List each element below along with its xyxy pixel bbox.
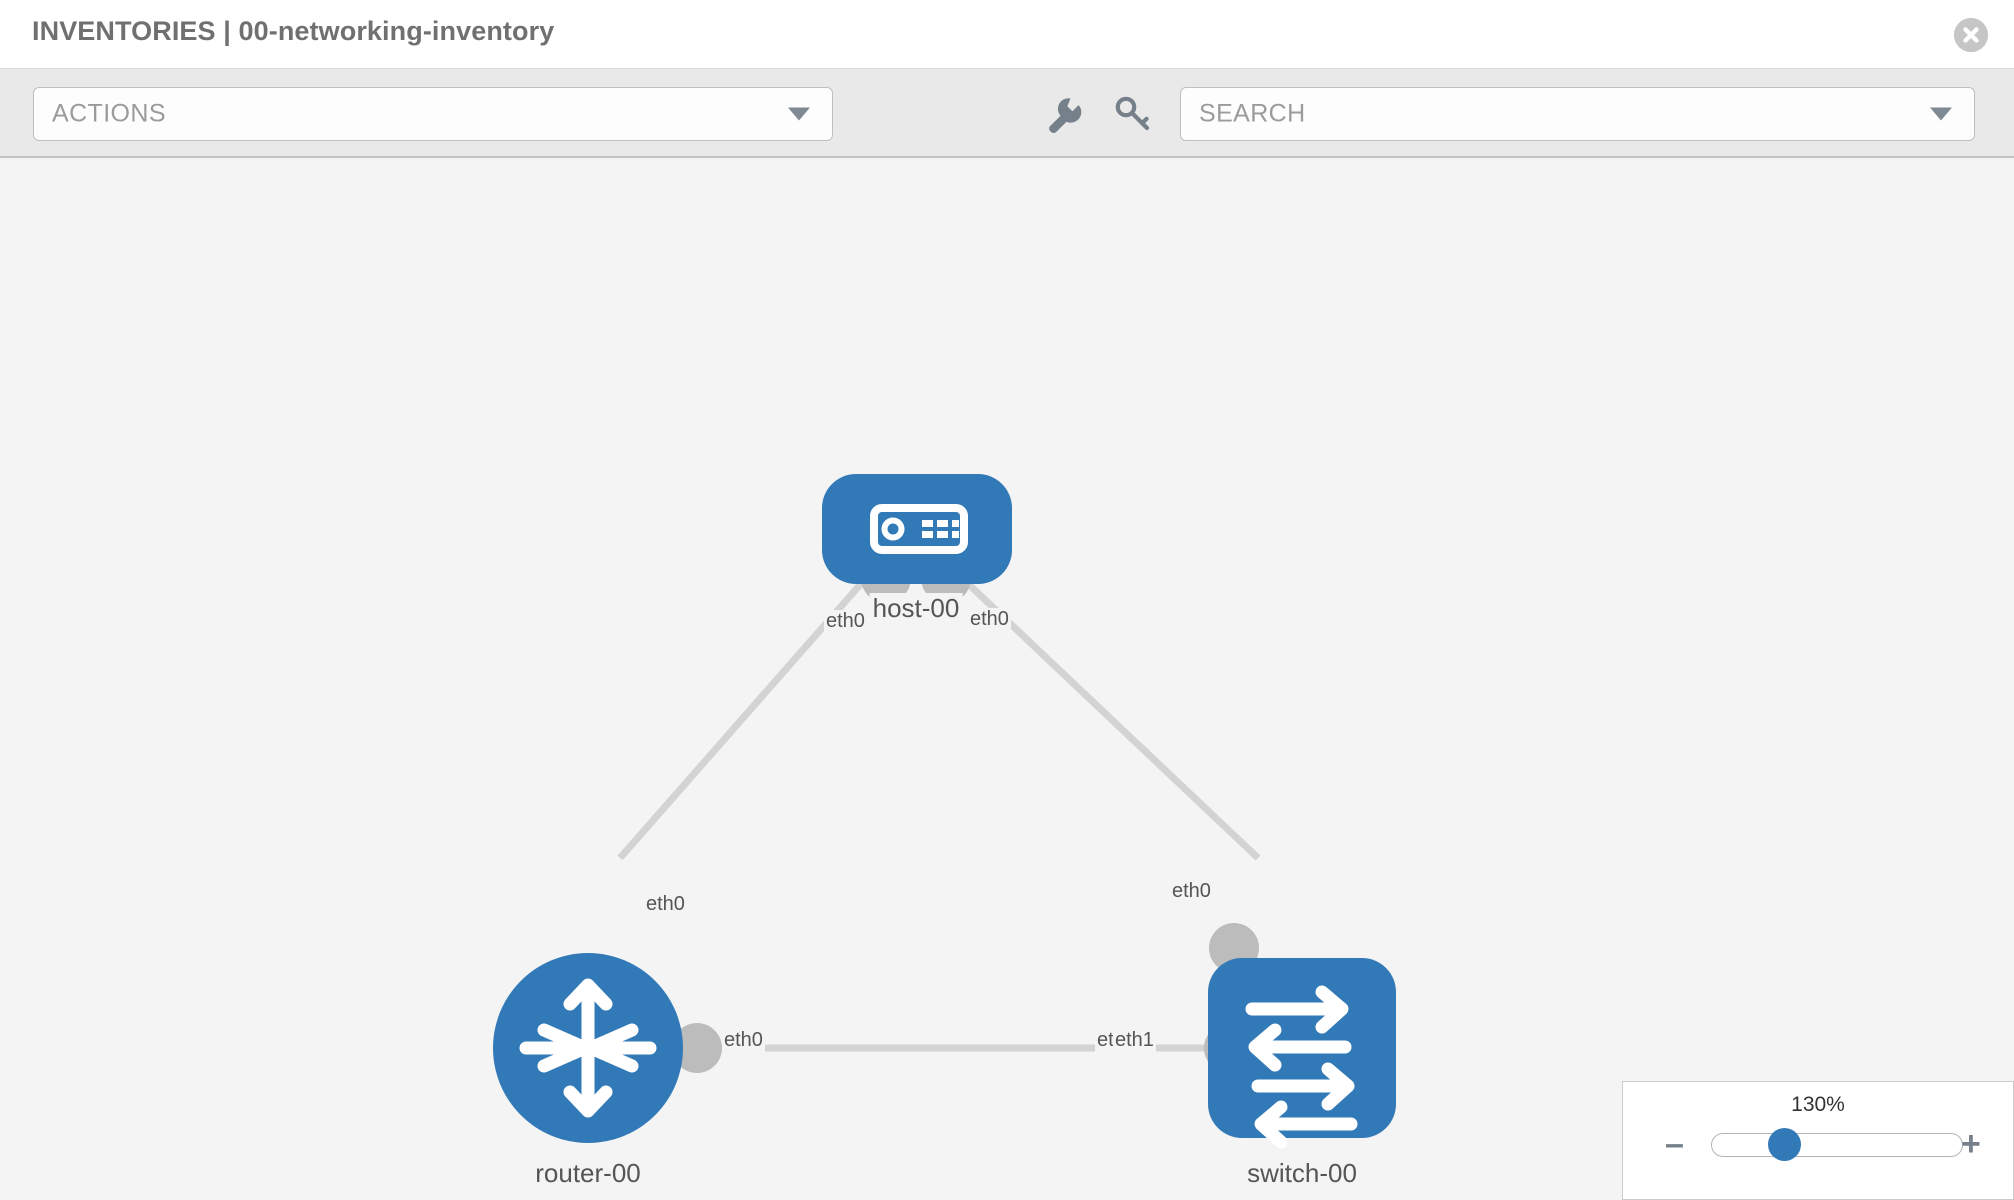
zoom-out-button[interactable]: – [1665, 1125, 1684, 1163]
zoom-level-value: 130% [1791, 1093, 1845, 1116]
iface-label: eth1 [1113, 1029, 1156, 1052]
node-label-switch: switch-00 [1244, 1158, 1360, 1189]
node-router-00 [493, 953, 683, 1143]
iface-label: eth0 [722, 1029, 765, 1052]
node-label-host: host-00 [869, 593, 963, 624]
zoom-slider-track[interactable] [1711, 1133, 1963, 1157]
topology-links [617, 575, 1261, 1052]
key-icon[interactable] [1110, 91, 1156, 137]
chevron-down-icon [788, 107, 810, 121]
iface-label: eth0 [644, 893, 687, 916]
search-input[interactable]: SEARCH [1180, 87, 1975, 141]
port-router-right [672, 1023, 722, 1073]
iface-label: eth0 [1170, 880, 1213, 903]
zoom-in-button[interactable]: + [1961, 1125, 1981, 1163]
node-label-router: router-00 [532, 1158, 644, 1189]
close-icon[interactable] [1954, 18, 1988, 52]
iface-label: eth0 [824, 610, 867, 633]
actions-dropdown-label: ACTIONS [52, 99, 166, 128]
topology-graph [493, 474, 1396, 1149]
page-header: INVENTORIES | 00-networking-inventory [0, 0, 2014, 69]
toolbar: ACTIONS SEARCH [0, 69, 2014, 158]
node-switch-00 [1208, 958, 1396, 1149]
page-title: INVENTORIES | 00-networking-inventory [32, 16, 555, 46]
iface-label: eth0 [968, 608, 1011, 631]
actions-dropdown[interactable]: ACTIONS [33, 87, 833, 141]
zoom-control-panel: 130% – + [1622, 1081, 2014, 1200]
chevron-down-icon [1930, 107, 1952, 121]
node-host-00 [822, 474, 1012, 584]
topology-ports [672, 553, 1259, 1073]
switch-arrows-icon [1245, 985, 1358, 1149]
search-placeholder: SEARCH [1199, 99, 1306, 128]
link-host-switch [959, 575, 1261, 861]
zoom-slider-thumb[interactable] [1768, 1128, 1801, 1161]
topology-canvas[interactable]: host-00 router-00 switch-00 eth0 eth0 et… [0, 158, 2014, 1200]
wrench-icon[interactable] [1040, 91, 1086, 137]
router-arrows-icon [519, 978, 657, 1118]
server-device-icon [870, 504, 968, 554]
